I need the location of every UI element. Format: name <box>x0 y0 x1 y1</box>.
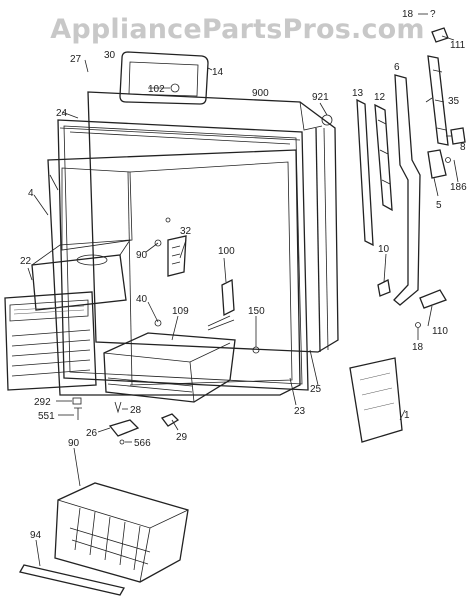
part-strip-13 <box>356 98 374 247</box>
label-566: 566 <box>134 438 151 449</box>
part-hinge-110 <box>419 289 447 309</box>
label-24: 24 <box>56 108 68 119</box>
label-921: 921 <box>312 92 329 103</box>
label-150: 150 <box>248 306 265 317</box>
part-outer-door-900 <box>87 91 339 353</box>
label-102: 102 <box>148 84 165 95</box>
part-hardware-292 <box>72 397 82 405</box>
label-27: 27 <box>70 54 82 65</box>
part-plate-26 <box>108 419 140 437</box>
part-pin-28 <box>114 401 122 414</box>
part-cap-29 <box>160 413 180 427</box>
label-35: 35 <box>448 96 460 107</box>
part-hinge-35 <box>427 55 449 146</box>
part-door-liner-4 <box>47 149 301 396</box>
label-6: 6 <box>394 62 400 73</box>
label-110: 110 <box>432 326 448 337</box>
part-screw-18 <box>415 322 421 328</box>
label-551: 551 <box>38 411 55 422</box>
label-90b: 90 <box>68 438 80 449</box>
part-screw-566 <box>119 439 125 445</box>
label-900: 900 <box>252 88 269 99</box>
part-clip-10 <box>377 279 391 297</box>
part-basket-90 <box>54 482 189 583</box>
part-screw-551 <box>74 407 82 420</box>
part-hinge-bar-6 <box>393 74 421 306</box>
label-40: 40 <box>136 294 148 305</box>
label-28: 28 <box>130 405 142 416</box>
label-10: 10 <box>378 244 390 255</box>
leader-lines <box>27 13 459 567</box>
part-door-panel-22 <box>4 291 97 391</box>
label-4: 4 <box>28 188 34 199</box>
label-32: 32 <box>180 226 192 237</box>
label-18: 18 <box>402 9 414 20</box>
label-1: 1 <box>404 410 410 421</box>
label-5: 5 <box>436 200 442 211</box>
part-clip-100 <box>207 278 235 331</box>
part-strip-12 <box>374 103 393 212</box>
label-8: 8 <box>460 142 466 153</box>
part-cover-8 <box>450 127 466 145</box>
label-186: 186 <box>450 182 467 193</box>
label-23: 23 <box>294 406 306 417</box>
part-instruction-panel-1 <box>349 357 403 443</box>
label-109: 109 <box>172 306 189 317</box>
label-22: 22 <box>20 256 32 267</box>
part-strip-94 <box>19 564 125 596</box>
label-12: 12 <box>374 92 386 103</box>
label-26: 26 <box>86 428 98 439</box>
part-bracket-102 <box>170 83 180 93</box>
part-screw-150 <box>252 346 260 354</box>
label-94: 94 <box>30 530 42 541</box>
label-30: 30 <box>104 50 116 61</box>
part-door-gasket-24 <box>57 119 309 391</box>
part-butter-compartment <box>31 239 131 311</box>
label-100: 100 <box>218 246 235 257</box>
label-29: 29 <box>176 432 188 443</box>
part-screw-186 <box>445 157 451 163</box>
part-labels: 18 ? 111 30 27 14 102 900 921 13 12 6 35… <box>20 9 467 541</box>
part-bracket-32 <box>167 235 187 277</box>
label-111: 111 <box>450 40 466 51</box>
label-question: ? <box>430 9 436 20</box>
label-25: 25 <box>310 384 322 395</box>
part-door-shelf-109 <box>103 332 236 403</box>
label-292: 292 <box>34 397 51 408</box>
part-fastener-40 <box>154 217 171 327</box>
label-18b: 18 <box>412 342 424 353</box>
label-13: 13 <box>352 88 364 99</box>
part-hinge-5 <box>427 149 447 179</box>
label-14: 14 <box>212 67 224 78</box>
label-90: 90 <box>136 250 148 261</box>
part-bracket-111 <box>431 27 449 43</box>
